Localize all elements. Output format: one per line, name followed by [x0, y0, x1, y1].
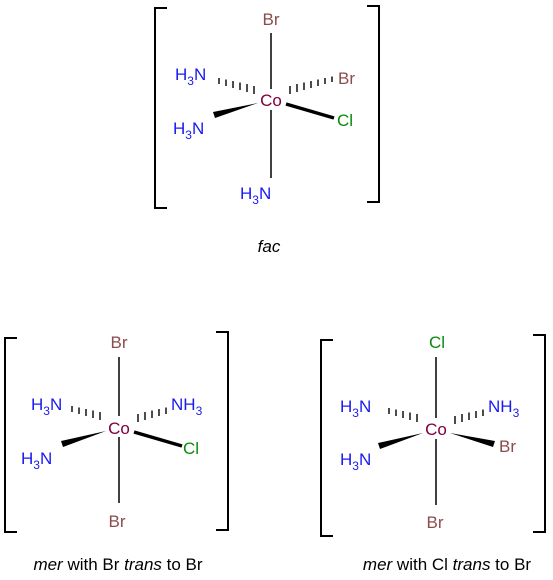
mer-br-right-bracket [216, 331, 229, 531]
fac-hash-upper-left [218, 78, 255, 94]
mer-br-caption: mer with Br trans to Br [33, 555, 202, 574]
fac-atom-upper-right: Br [338, 69, 355, 88]
mer-br-hash-upper-right [137, 407, 167, 422]
mer-br-atom-upper-right: NH3 [171, 395, 203, 418]
mer-cl-caption: mer with Cl trans to Br [363, 555, 532, 574]
fac-hash-upper-right [289, 76, 333, 94]
fac-atom-lower-right: Cl [337, 111, 353, 130]
fac-wedge-lower-left [213, 103, 258, 118]
mer-cl-wedge-lower-left [378, 433, 423, 449]
mer-cl-right-bracket [533, 334, 546, 533]
mer-br-hash-upper-left [71, 406, 101, 420]
mer-br-wedge-lower-left [61, 431, 106, 447]
mer-cl-left-bracket [320, 339, 333, 537]
mer-cl-atom-bottom: Br [427, 513, 444, 532]
fac-left-bracket [154, 7, 167, 209]
fac-atom-top: Br [263, 10, 280, 29]
mer-cl-structure: Cl Co H3N NH3 H3N Br Br mer with Cl tran… [320, 333, 546, 574]
mer-br-bond-lower-right [133, 430, 183, 448]
mer-cl-atom-lower-left: H3N [340, 450, 371, 473]
mer-cl-atom-center: Co [425, 420, 447, 439]
mer-br-atom-upper-left: H3N [31, 395, 62, 418]
fac-right-bracket [367, 5, 380, 203]
mer-br-atom-bottom: Br [109, 512, 126, 531]
fac-bond-lower-right [285, 102, 335, 120]
mer-br-atom-center: Co [108, 419, 130, 438]
mer-cl-hash-upper-right [454, 409, 484, 424]
mer-br-left-bracket [4, 337, 17, 533]
fac-atom-bottom: H3N [240, 184, 271, 207]
mer-cl-wedge-lower-right [450, 433, 495, 447]
mer-cl-atom-lower-right: Br [499, 437, 516, 456]
mer-br-structure: Br Co H3N NH3 H3N Cl Br mer with Br tran… [4, 331, 229, 574]
fac-structure: Br Co Br Cl H3N H3N H3N fac [154, 5, 380, 256]
fac-atom-upper-left: H3N [175, 65, 206, 88]
fac-atom-lower-left: H3N [173, 119, 204, 142]
mer-br-atom-lower-left: H3N [21, 449, 52, 472]
mer-cl-hash-upper-left [388, 408, 418, 422]
mer-cl-atom-top: Cl [429, 333, 445, 352]
mer-br-atom-top: Br [111, 333, 128, 352]
mer-cl-atom-upper-left: H3N [340, 397, 371, 420]
fac-caption: fac [258, 237, 281, 256]
mer-br-atom-lower-right: Cl [183, 439, 199, 458]
mer-cl-atom-upper-right: NH3 [488, 397, 520, 420]
fac-atom-center: Co [260, 91, 282, 110]
